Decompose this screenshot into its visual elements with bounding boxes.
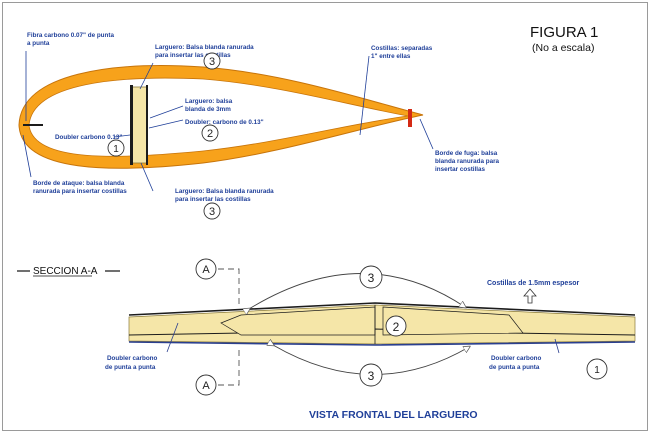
circle-1-section: 1 [594, 365, 600, 376]
figure-subtitle: (No a escala) [532, 42, 594, 54]
label-doubler-left-line2: de punta a punta [105, 364, 156, 371]
label-doubler-right-line1: Doubler carbono [491, 355, 542, 362]
arc-top [249, 273, 465, 309]
caption-vista-frontal: VISTA FRONTAL DEL LARGUERO [309, 409, 478, 421]
label-borde-fuga-line3: insertar costillas [435, 166, 486, 173]
label-doubler-013-right: Doubler: carbono de 0.13" [185, 119, 264, 126]
label-larguero-top-line1: Larguero: Balsa blanda ranurada [155, 44, 254, 51]
label-larguero-balsa-line2: blanda de 3mm [185, 106, 231, 113]
label-costillas-line1: Costillas: separadas [371, 45, 433, 52]
label-larguero-balsa-line1: Larguero: balsa [185, 98, 233, 105]
label-fibra-line2: a punta [27, 40, 50, 47]
circle-1-top: 1 [113, 144, 119, 155]
marker-a-bottom: A [202, 380, 210, 392]
circle-3-section-bottom: 3 [368, 369, 375, 383]
trailing-edge-red [408, 109, 412, 127]
label-borde-fuga-line1: Borde de fuga: balsa [435, 150, 498, 157]
label-costillas-espesor: Costillas de 1.5mm espesor [487, 280, 579, 287]
label-borde-ataque-line2: ranurada para insertar costillas [33, 188, 127, 195]
circle-2-top: 2 [207, 128, 213, 140]
costillas-arrow [523, 288, 537, 304]
airfoil-inner [28, 77, 409, 157]
wing-diagram: FIGURA 1 (No a escala) Fibra carbono 0.0… [17, 24, 636, 421]
label-fibra-line1: Fibra carbono 0.07" de punta [27, 32, 114, 39]
circle-3-bottom-top-view: 3 [209, 206, 215, 218]
label-borde-ataque-line1: Borde de ataque: balsa blanda [33, 180, 125, 187]
label-costillas-line2: 1" entre ellas [371, 53, 411, 60]
label-borde-fuga-line2: blanda ranurada para [435, 158, 500, 165]
label-doubler-right-line2: de punta a punta [489, 364, 540, 371]
label-doubler-left-line1: Doubler carbono [107, 355, 158, 362]
label-larguero-top-line2: para insertar las costillas [155, 52, 231, 59]
label-larguero-bottom-line1: Larguero: Balsa blanda ranurada [175, 188, 274, 195]
figure-title: FIGURA 1 [530, 24, 598, 41]
label-doubler-013-left: Doubler carbono 0.13" [55, 134, 122, 141]
label-larguero-bottom-line2: para insertar las costillas [175, 196, 251, 203]
circle-2-section: 2 [393, 320, 400, 334]
marker-a-top: A [202, 264, 210, 276]
spar-doubler-right [146, 85, 148, 165]
spar-balsa [131, 86, 148, 164]
circle-3-section-top: 3 [368, 271, 375, 285]
circle-3-top: 3 [209, 56, 215, 68]
seccion-label: SECCION A-A [33, 266, 98, 277]
spar-doubler-left [130, 85, 133, 165]
